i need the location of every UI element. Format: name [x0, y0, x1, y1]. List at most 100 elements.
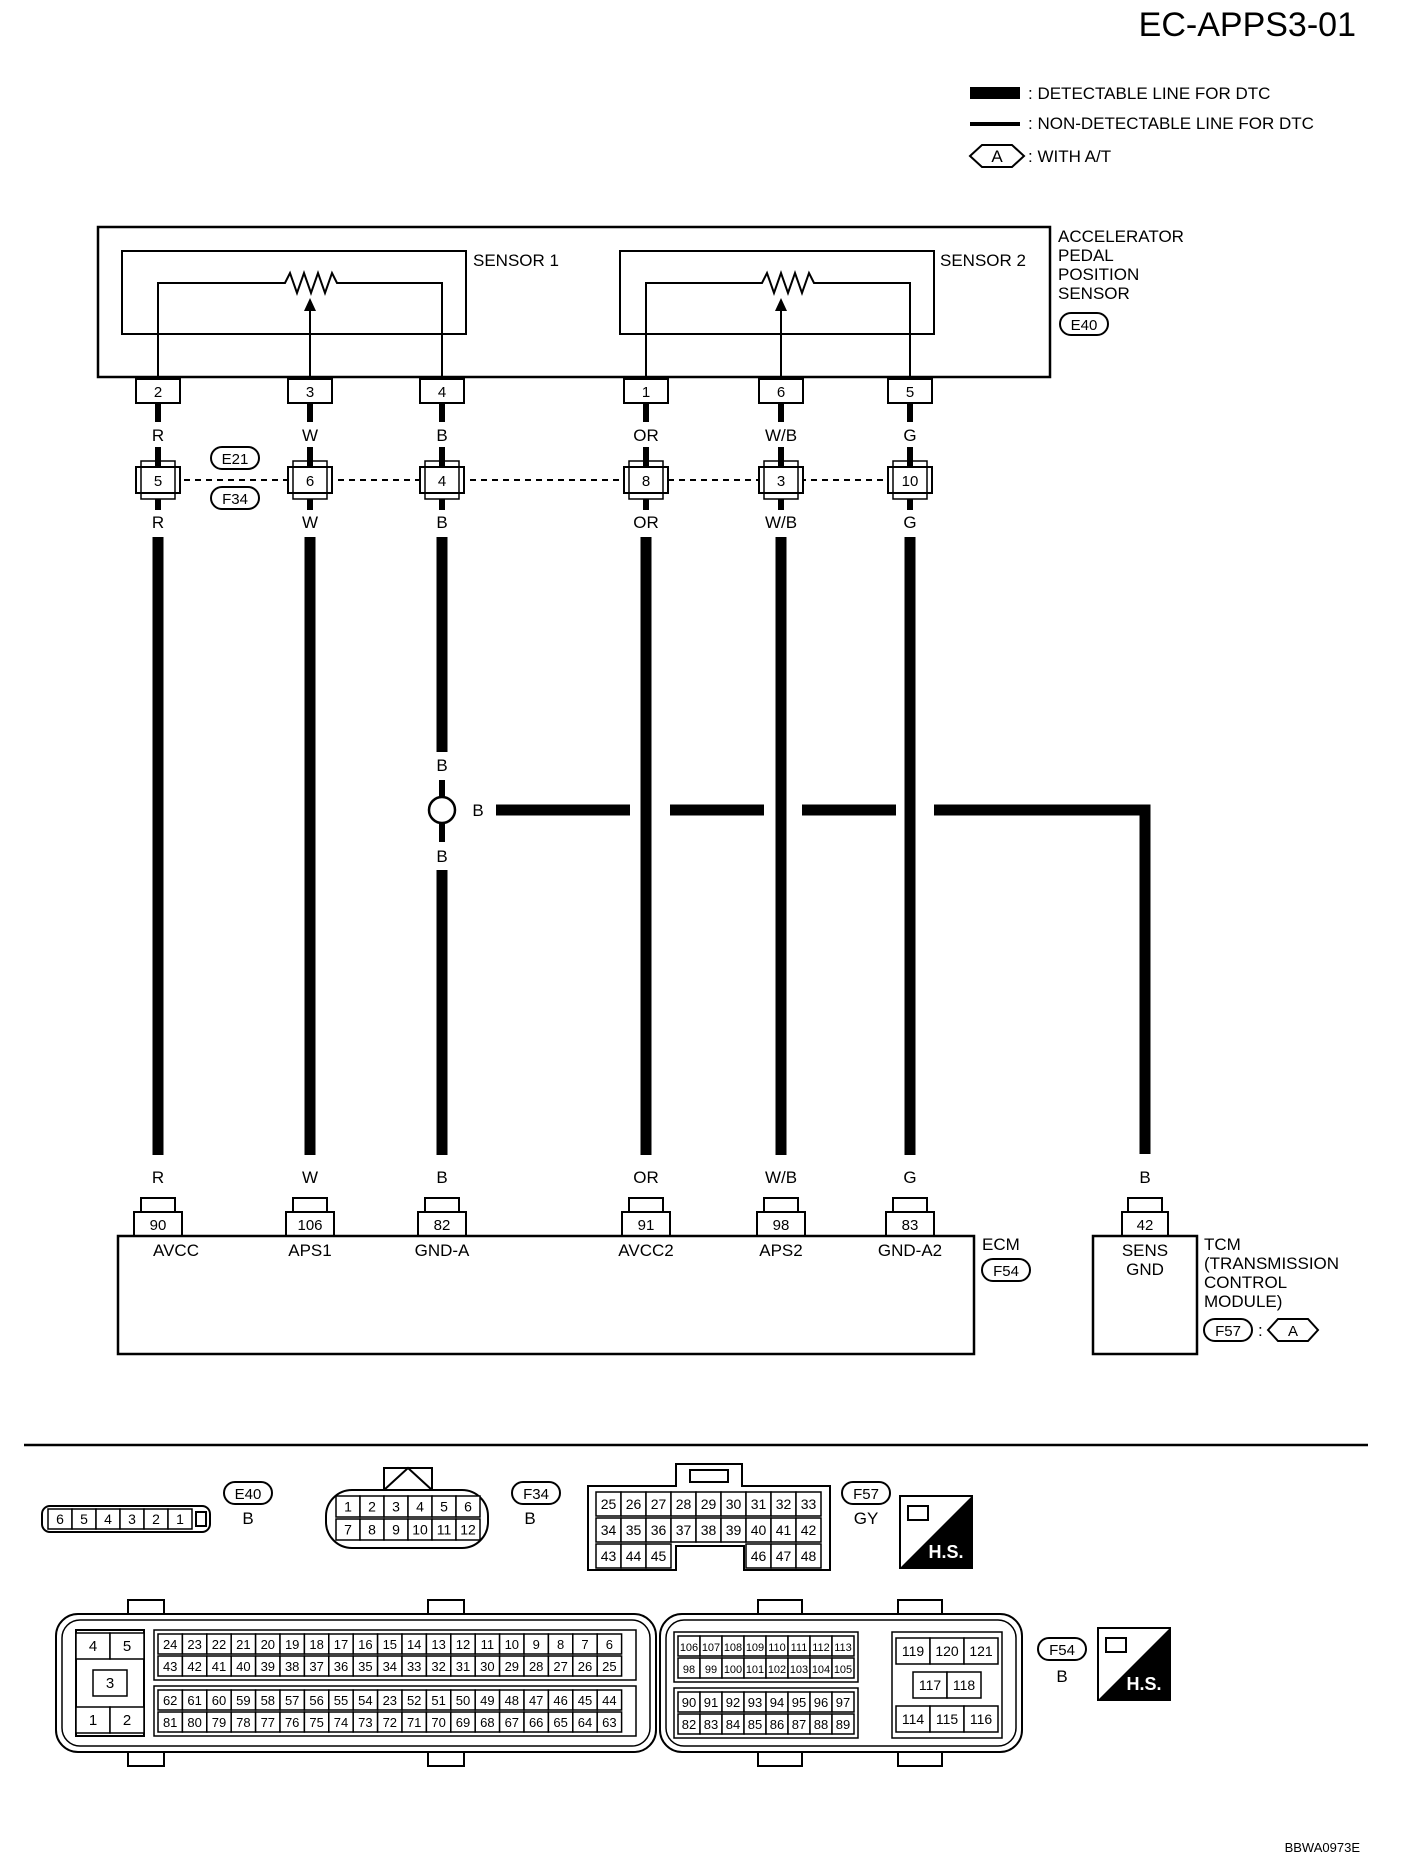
- wire-color-top: W/B: [765, 426, 797, 445]
- f34-row2-pin: 9: [392, 1522, 400, 1538]
- apps-name-line-3: POSITION: [1058, 265, 1139, 284]
- joint-pin-box: [135, 466, 181, 494]
- f57-row2-cell: [795, 1517, 822, 1543]
- f54-row-b-pin: 36: [334, 1659, 348, 1674]
- f54-row-d-pin: 64: [578, 1715, 592, 1730]
- f54-mid-d-pin: 87: [792, 1717, 806, 1732]
- f54-row-d-pin: 80: [187, 1715, 201, 1730]
- f57-row3b-pin: 48: [801, 1548, 817, 1564]
- f54-row-d-pin: 71: [407, 1715, 421, 1730]
- ecm-pin-number: 91: [638, 1217, 655, 1234]
- f54-lug: [757, 1599, 803, 1615]
- tcm-pin-label-line-1: SENS: [1122, 1241, 1168, 1260]
- sensor-pin-number: 5: [906, 384, 914, 401]
- f54-row-a-cell: [596, 1633, 623, 1655]
- tcm-condition-code: A: [1288, 1323, 1298, 1340]
- f54-right-b-cell: [946, 1671, 982, 1699]
- f54-row-a-pin: 17: [334, 1637, 348, 1652]
- sensor-pin-number: 3: [306, 384, 314, 401]
- f54-mid-c-pin: 92: [726, 1695, 740, 1710]
- f54-mid-a-pin: 112: [812, 1642, 830, 1654]
- ecm-box: [116, 1234, 976, 1356]
- f54-power-top-pin: 5: [123, 1638, 131, 1655]
- f57-row1-pin: 29: [701, 1496, 717, 1512]
- f54-right-b-cell: [912, 1671, 948, 1699]
- f54-mid-c-pin: 94: [770, 1695, 784, 1710]
- e40-id: E40: [235, 1486, 262, 1503]
- f57-row1-pin: 33: [801, 1496, 817, 1512]
- ecm-pin-label: APS1: [288, 1241, 331, 1260]
- f34-row1-cell: [455, 1495, 481, 1518]
- f57-row1-cell: [795, 1491, 822, 1517]
- f54-row-d-pin: 70: [431, 1715, 445, 1730]
- joint-pin-number: 4: [438, 473, 446, 490]
- e40-latch: [195, 1511, 207, 1527]
- wire-color-top: R: [152, 426, 164, 445]
- wire-color-top: B: [436, 426, 447, 445]
- f54-right-a-pin: 119: [902, 1643, 925, 1659]
- f57-row3a-pin: 45: [651, 1548, 667, 1564]
- f54-row-a-pin: 9: [533, 1637, 540, 1652]
- f54-mid-frame: [673, 1631, 859, 1683]
- f34-color: B: [524, 1509, 535, 1528]
- joint-pin-box: [419, 466, 465, 494]
- f54-row-d-pin: 66: [529, 1715, 543, 1730]
- sensor-pin-box: [287, 378, 333, 404]
- splice-color-up: B: [436, 756, 447, 775]
- f54-mid-b-pin: 105: [834, 1664, 852, 1676]
- f54-row-a-pin: 7: [581, 1637, 588, 1652]
- f34-row1-pin: 1: [344, 1499, 352, 1515]
- f54-lug: [427, 1599, 465, 1615]
- f54-mid-a-pin: 106: [680, 1642, 698, 1654]
- f54-row-b-pin: 25: [602, 1659, 616, 1674]
- f54-row-c-pin: 23: [383, 1693, 397, 1708]
- f54-row-a-pin: 14: [407, 1637, 421, 1652]
- f54-row-b-pin: 28: [529, 1659, 543, 1674]
- f54-mid-d-pin: 86: [770, 1717, 784, 1732]
- f54-right-housing: [659, 1613, 1023, 1753]
- f54-row-b-cell: [596, 1655, 623, 1677]
- sensor-1-resistor: [157, 269, 443, 377]
- apps-connector-tag: [1059, 312, 1109, 336]
- f54-row-c-pin: 57: [285, 1693, 299, 1708]
- e40-pin: 5: [80, 1511, 88, 1527]
- f57-row3b-cell: [795, 1543, 822, 1569]
- wire-color-mid: B: [436, 513, 447, 532]
- f54-right-a-cell: [895, 1637, 931, 1665]
- f57-row2-pin: 42: [801, 1522, 817, 1538]
- f54-mid-a-pin: 110: [768, 1642, 786, 1654]
- f34-key-box: [383, 1467, 433, 1491]
- f54-mid-c-pin: 95: [792, 1695, 806, 1710]
- f54-mid-b-pin: 101: [746, 1664, 764, 1676]
- tcm-name-line-3: CONTROL: [1204, 1273, 1287, 1292]
- e40-pin: 6: [56, 1511, 64, 1527]
- f54-right-c-pin: 114: [902, 1711, 925, 1727]
- f54-mid-b-pin: 103: [790, 1664, 808, 1676]
- sensor-2-label: SENSOR 2: [940, 251, 1026, 270]
- tcm-connector-tag: [1203, 1318, 1253, 1342]
- f57-row2-pin: 34: [601, 1522, 617, 1538]
- wire-color-top: G: [903, 426, 916, 445]
- tcm-name-line-1: TCM: [1204, 1235, 1241, 1254]
- f54-row-c-pin: 58: [261, 1693, 275, 1708]
- ecm-pin-label: GND-A2: [878, 1241, 942, 1260]
- f54-row-c-pin: 54: [358, 1693, 372, 1708]
- f57-row2-cell: [620, 1517, 647, 1543]
- f54-row-c-pin: 60: [212, 1693, 226, 1708]
- f54-row-a-pin: 20: [261, 1637, 275, 1652]
- ecm-connector-id: F54: [993, 1263, 1019, 1280]
- f57-row2-pin: 36: [651, 1522, 667, 1538]
- tcm-pin-number: 42: [1137, 1217, 1154, 1234]
- legend-detectable-swatch: [970, 87, 1020, 99]
- harness-connector-top-tag: [210, 446, 260, 470]
- ecm-pin-label: GND-A: [415, 1241, 470, 1260]
- f54-power-mid-pin: 3: [106, 1675, 114, 1692]
- tcm-condition-tag: [1266, 1318, 1320, 1342]
- f54-row-b-pin: 26: [578, 1659, 592, 1674]
- f54-row-d-pin: 79: [212, 1715, 226, 1730]
- wire-color-mid: W/B: [765, 513, 797, 532]
- f54-mid-b-cell: [831, 1657, 855, 1679]
- tcm-ground-branch-wire: [496, 804, 1151, 1154]
